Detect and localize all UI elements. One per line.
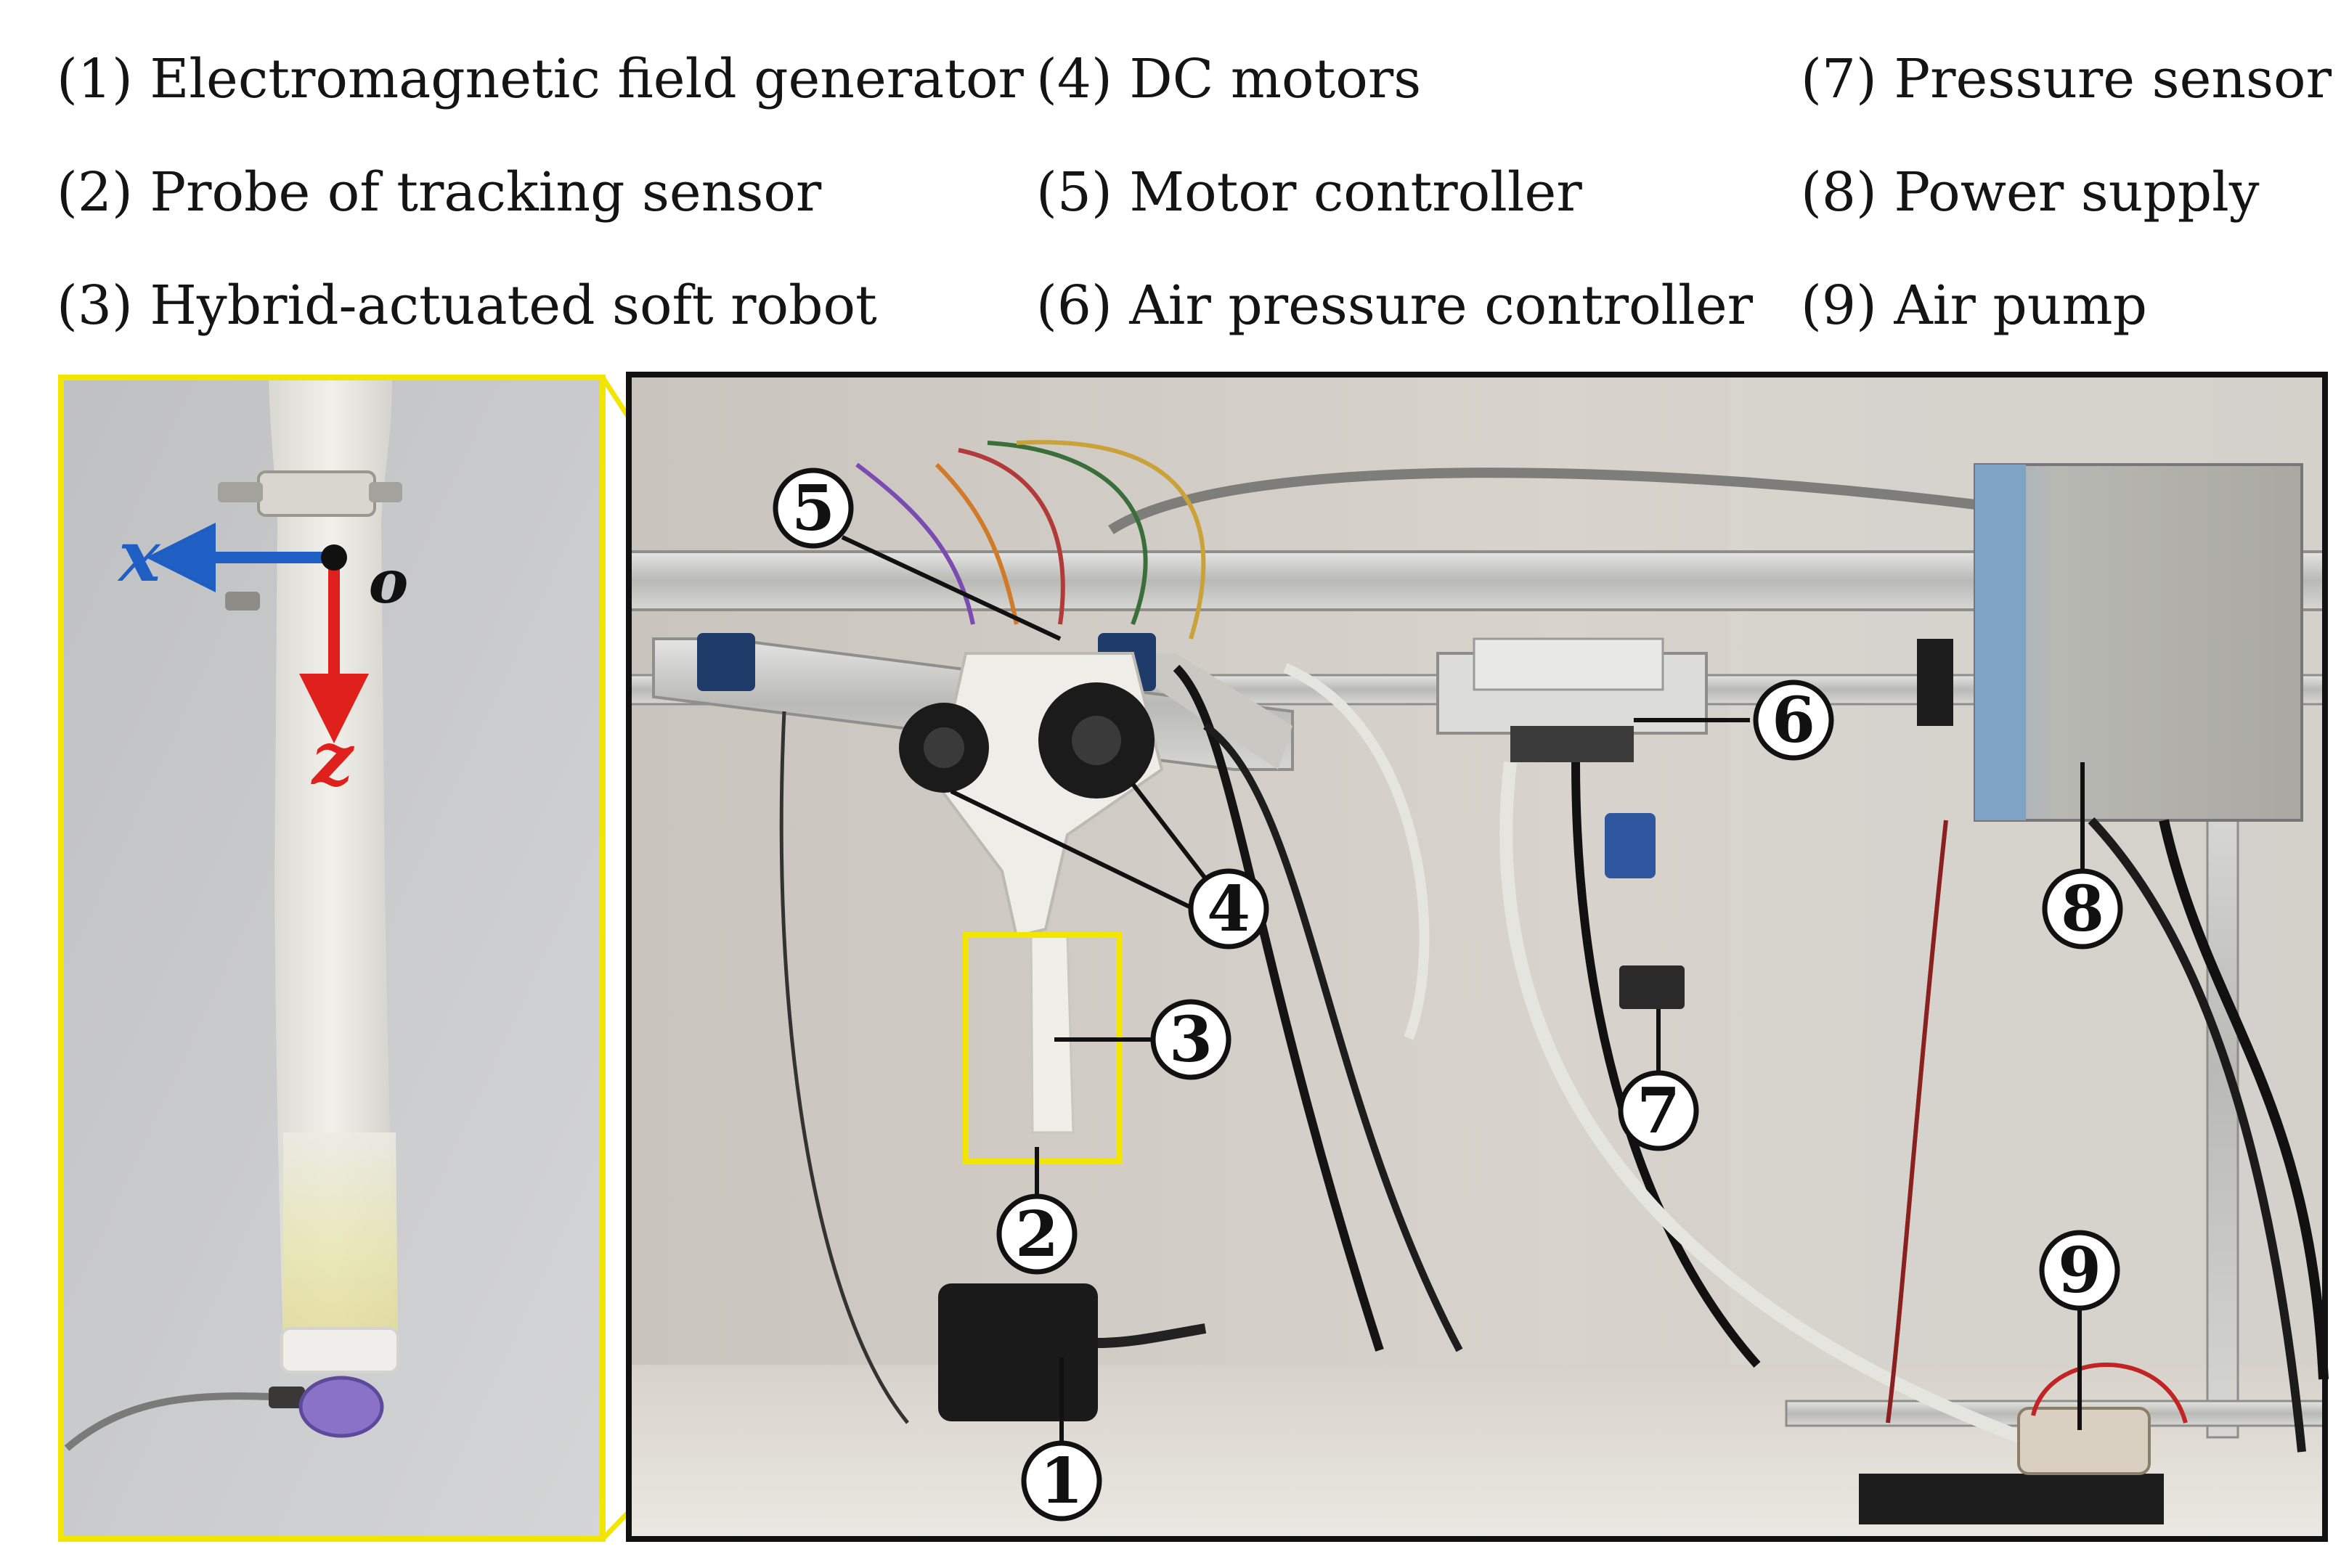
rail-bracket-left xyxy=(697,633,755,691)
callout-1: 1 xyxy=(1040,1445,1083,1518)
probe-cable-inset xyxy=(64,1392,291,1451)
callout-2-circle xyxy=(996,1193,1078,1275)
wire-yellow xyxy=(1016,440,1206,640)
callouts: 5 6 4 8 3 7 2 9 1 xyxy=(773,467,2123,1522)
thin-wire xyxy=(779,711,909,1424)
callout-4: 4 xyxy=(1207,873,1250,946)
wire-purple xyxy=(855,462,975,625)
wire-red xyxy=(958,448,1065,625)
clamp-screw-left xyxy=(218,482,263,502)
power-supply xyxy=(1917,463,2303,822)
soft-robot-tip xyxy=(283,1132,398,1336)
z-axis-label: z xyxy=(311,716,355,801)
probe-tip-inset xyxy=(298,1376,384,1438)
callout-1-circle xyxy=(1021,1440,1102,1522)
callout-2: 2 xyxy=(1015,1198,1059,1271)
main-photo xyxy=(626,372,2329,1542)
air-pump xyxy=(1859,1363,2188,1524)
legend-item-6: (6) Air pressure controller xyxy=(1036,274,1754,337)
robot-cap xyxy=(280,1327,399,1373)
callout-8: 8 xyxy=(2061,873,2104,946)
psu-cable-2 xyxy=(2088,817,2306,1453)
wire-orange xyxy=(935,462,1019,625)
callout-3: 3 xyxy=(1169,1003,1213,1077)
robot-clamp xyxy=(257,470,376,517)
probe-connector xyxy=(269,1387,305,1408)
soft-robot-main xyxy=(1030,935,1075,1134)
inset-photo: x o z xyxy=(58,375,606,1542)
x-axis-label: x xyxy=(117,515,161,597)
air-tube-2 xyxy=(1283,663,1430,1040)
black-cable-2 xyxy=(1203,722,1463,1352)
origin-point xyxy=(321,544,347,571)
dc-motor-left xyxy=(899,703,989,793)
origin-label: o xyxy=(369,547,409,617)
callout-6: 6 xyxy=(1772,684,1815,757)
clamp-screw-right xyxy=(369,482,402,502)
callout-9-circle xyxy=(2039,1230,2120,1311)
dc-motor-right xyxy=(1038,682,1155,799)
psu-cable-1 xyxy=(2159,819,2329,1380)
clamp-screw-lower xyxy=(225,592,260,611)
callout-3-circle xyxy=(1150,999,1231,1080)
field-generator xyxy=(938,1283,1207,1421)
callout-4-line-a xyxy=(950,789,1192,910)
callout-7: 7 xyxy=(1637,1074,1680,1148)
legend-item-2: (2) Probe of tracking sensor xyxy=(57,161,822,224)
callout-6-circle xyxy=(1753,679,1834,761)
wire-green xyxy=(987,441,1148,626)
air-tube-1 xyxy=(1499,761,2108,1473)
callout-7-circle xyxy=(1618,1070,1699,1151)
soft-robot-body xyxy=(269,377,396,1336)
main-photo-frame xyxy=(626,372,2328,1542)
figure-legend: (1) Electromagnetic field generator (2) … xyxy=(0,42,2341,347)
inset-frame xyxy=(58,375,606,1542)
red-wire xyxy=(1886,820,1948,1424)
callout-5: 5 xyxy=(791,472,835,545)
legend-item-7: (7) Pressure sensor xyxy=(1801,48,2332,110)
legend-item-5: (5) Motor controller xyxy=(1036,161,1582,224)
legend-item-4: (4) DC motors xyxy=(1036,48,1422,110)
legend-item-3: (3) Hybrid-actuated soft robot xyxy=(57,274,877,337)
legend-item-9: (9) Air pump xyxy=(1801,274,2147,337)
callout-5-line xyxy=(841,535,1062,641)
callout-4-circle xyxy=(1188,868,1269,950)
robot-highlight-box xyxy=(963,932,1123,1164)
pressure-sensor-board xyxy=(1619,965,1685,1009)
callout-8-circle xyxy=(2042,868,2123,950)
callout-9: 9 xyxy=(2058,1234,2101,1307)
callout-4-line-b xyxy=(1131,783,1208,880)
legend-item-8: (8) Power supply xyxy=(1801,161,2260,224)
legend-item-1: (1) Electromagnetic field generator xyxy=(57,48,1024,110)
solenoid-valve xyxy=(1605,813,1656,878)
callout-5-circle xyxy=(773,467,854,549)
